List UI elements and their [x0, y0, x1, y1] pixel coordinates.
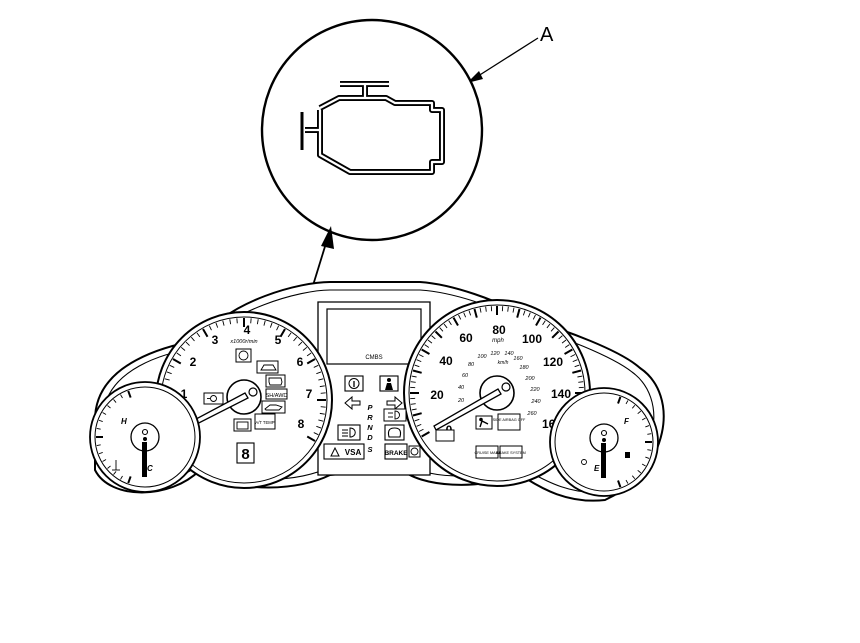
tach-number: 2 — [190, 355, 197, 369]
tach-number: 6 — [297, 355, 304, 369]
gear-r: R — [367, 413, 373, 422]
kmh-number: 180 — [519, 365, 529, 371]
mph-number: 40 — [439, 354, 453, 368]
kmh-number: 40 — [458, 385, 465, 391]
fuel-gauge: F E — [550, 388, 658, 496]
kmh-number: 20 — [457, 398, 465, 404]
tach-number: 4 — [244, 323, 251, 337]
brake-assist-label: BRAKE SYSTEM — [496, 451, 526, 455]
info-icon — [345, 376, 363, 391]
tach-number: 7 — [306, 387, 313, 401]
seatbelt-icon — [380, 376, 398, 391]
mph-number: 140 — [551, 387, 571, 401]
kmh-number: 260 — [526, 411, 537, 417]
side-airbag-label: SIDE AIRBAG OFF — [493, 418, 526, 422]
fuel-empty-label: E — [594, 464, 600, 473]
shift-label: SH/AWD — [266, 393, 288, 399]
tach-number: 5 — [275, 333, 282, 347]
headlight-icon — [338, 425, 360, 440]
callout-letter: A — [540, 24, 554, 46]
kmh-number: 160 — [513, 356, 523, 362]
at-temp-label: A/T TEMP — [255, 420, 274, 425]
kmh-label: km/h — [498, 360, 509, 366]
tach-number: 8 — [298, 417, 305, 431]
kmh-number: 60 — [462, 373, 469, 379]
temp-cold-label: C — [147, 464, 153, 473]
callout-leader-arrow — [467, 38, 538, 83]
kmh-number: 80 — [468, 362, 475, 368]
mph-number: 20 — [430, 388, 444, 402]
brake-system-icon: BRAKE SYSTEM — [496, 446, 526, 458]
temp-needle — [142, 442, 147, 477]
airbag-icon — [476, 416, 492, 429]
at-temp-icon: A/T TEMP — [255, 414, 275, 429]
parking-brake-icon — [236, 349, 251, 362]
gear-digit: 8 — [241, 446, 249, 463]
vsa-warning-icon: VSA — [324, 444, 364, 459]
battery-icon — [234, 419, 251, 431]
magnifier-circle — [262, 20, 482, 240]
fuel-needle — [601, 443, 606, 478]
fog-indicator-icon — [384, 409, 406, 421]
kmh-number: 100 — [477, 354, 487, 360]
tach-unit-label: x1000r/min — [229, 339, 257, 345]
mph-number: 120 — [543, 355, 563, 369]
temp-hot-label: H — [121, 417, 127, 426]
brake-label: BRAKE — [384, 450, 408, 457]
cruise-icon — [257, 361, 278, 373]
vsa-label: VSA — [345, 448, 362, 457]
fuel-pump-icon — [625, 452, 630, 458]
gear-position-display: 8 — [237, 443, 254, 463]
gear-s: S — [367, 445, 372, 454]
mph-number: 60 — [459, 331, 473, 345]
gear-n: N — [367, 423, 373, 432]
gear-d: D — [367, 433, 373, 442]
oil-icon — [262, 401, 285, 413]
kmh-number: 220 — [529, 387, 540, 393]
mph-number: 100 — [522, 332, 542, 346]
kmh-number: 120 — [490, 351, 500, 357]
engine-icon — [266, 375, 285, 387]
key-icon — [204, 393, 223, 404]
temperature-gauge: H C — [90, 382, 200, 492]
display-label: CMBS — [365, 355, 382, 361]
brake-warning-icon: BRAKE — [384, 444, 420, 459]
tach-number: 3 — [212, 333, 219, 347]
kmh-number: 200 — [524, 376, 535, 382]
shift-awd-icon: SH/AWD — [266, 389, 288, 399]
tpms-icon — [385, 425, 404, 440]
mph-label: mph — [492, 338, 504, 344]
fog-light-icon — [436, 430, 454, 441]
mph-number: 80 — [492, 323, 506, 337]
kmh-number: 240 — [530, 399, 541, 405]
